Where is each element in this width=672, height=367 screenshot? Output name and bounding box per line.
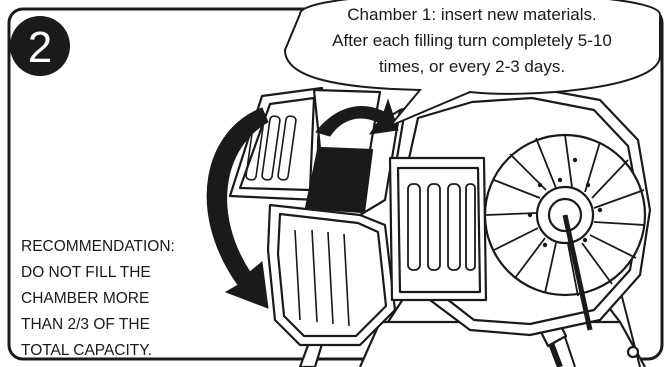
recommendation-line-5: TOTAL CAPACITY. <box>21 342 152 359</box>
recommendation-line-1: RECOMMENDATION: <box>21 238 175 255</box>
callout-line-3: times, or every 2-3 days. <box>379 57 565 76</box>
recommendation-line-4: THAN 2/3 OF THE <box>21 316 150 333</box>
step-badge: 2 <box>10 16 70 76</box>
recommendation-line-3: CHAMBER MORE <box>21 290 149 307</box>
step-number: 2 <box>28 23 52 72</box>
recommendation-line-2: DO NOT FILL THE <box>21 264 151 281</box>
callout-line-1: Chamber 1: insert new materials. <box>347 5 596 24</box>
callout-line-2: After each filling turn completely 5-10 <box>332 31 612 50</box>
compost-tumbler-illustration <box>230 88 650 367</box>
